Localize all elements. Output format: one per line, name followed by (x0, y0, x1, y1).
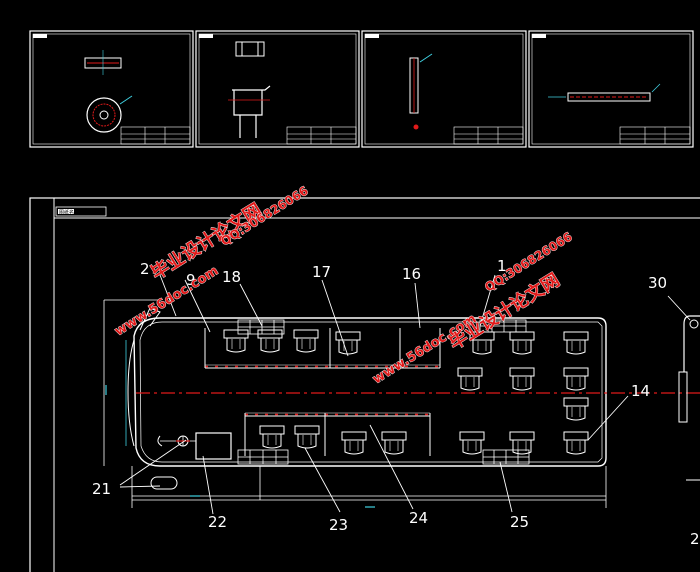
bus-inner-outline (139, 321, 603, 463)
seat (335, 331, 361, 355)
title-block (120, 126, 191, 145)
callout-numbers: 2 9 18 17 16 1 30 14 21 22 23 24 25 2 (92, 257, 700, 548)
seat (469, 331, 495, 355)
callout-14: 14 (631, 382, 650, 400)
main-title-block-label: 图纸名称 (59, 209, 79, 216)
seat (457, 367, 483, 391)
seat (509, 431, 535, 455)
callout-22: 22 (208, 513, 227, 531)
driver-console (195, 432, 232, 460)
seat (563, 331, 589, 355)
thumbnail-sheet-1[interactable] (29, 30, 194, 148)
seat (509, 367, 535, 391)
callout-20: 2 (140, 260, 150, 278)
seat (223, 329, 249, 353)
callout-16: 16 (402, 265, 421, 283)
callout-18: 18 (222, 268, 241, 286)
bus-body-outline (133, 317, 607, 467)
callout-24: 24 (409, 509, 428, 527)
seat (294, 425, 320, 449)
watermark: www.56doc.com 毕业设计论文网 QQ:306826066 www.5… (112, 183, 575, 388)
seat (341, 431, 367, 455)
seat (293, 329, 319, 353)
callout-1: 1 (497, 257, 507, 275)
callout-17: 17 (312, 263, 331, 281)
seat (563, 367, 589, 391)
seat (563, 397, 589, 421)
seat (563, 431, 589, 455)
main-sheet-frame: 图纸名称 (29, 197, 700, 572)
side-view-partial (667, 295, 700, 481)
leader-lines (119, 274, 629, 515)
spare-tire-icon (150, 476, 178, 490)
main-title-tag (58, 209, 74, 214)
upper-handrail (204, 328, 441, 369)
callout-25: 25 (510, 513, 529, 531)
rear-door-step (482, 449, 530, 465)
seat (509, 331, 535, 355)
callout-2: 2 (690, 530, 700, 548)
bus-floor-plan[interactable]: 2 9 18 17 16 1 30 14 21 22 23 24 25 2 (92, 257, 700, 548)
callout-19: 9 (186, 271, 196, 289)
steering-wheel-icon (160, 435, 196, 447)
lower-handrail (244, 412, 431, 456)
dimension-lines (103, 299, 607, 508)
sheet-tag (33, 34, 47, 38)
middle-door-step (237, 449, 289, 465)
thumbnail-sheet-2[interactable] (195, 30, 360, 148)
thumbnail-sheet-3[interactable] (361, 30, 527, 148)
upper-rear-step (479, 319, 527, 333)
callout-21: 21 (92, 480, 111, 498)
seat (381, 431, 407, 455)
seat-layout (223, 329, 589, 455)
seat (459, 431, 485, 455)
callout-30: 30 (648, 274, 667, 292)
callout-23: 23 (329, 516, 348, 534)
seat (257, 329, 283, 353)
front-door-step (237, 319, 285, 335)
seat (259, 425, 285, 449)
thumbnail-sheet-4[interactable] (528, 30, 694, 148)
